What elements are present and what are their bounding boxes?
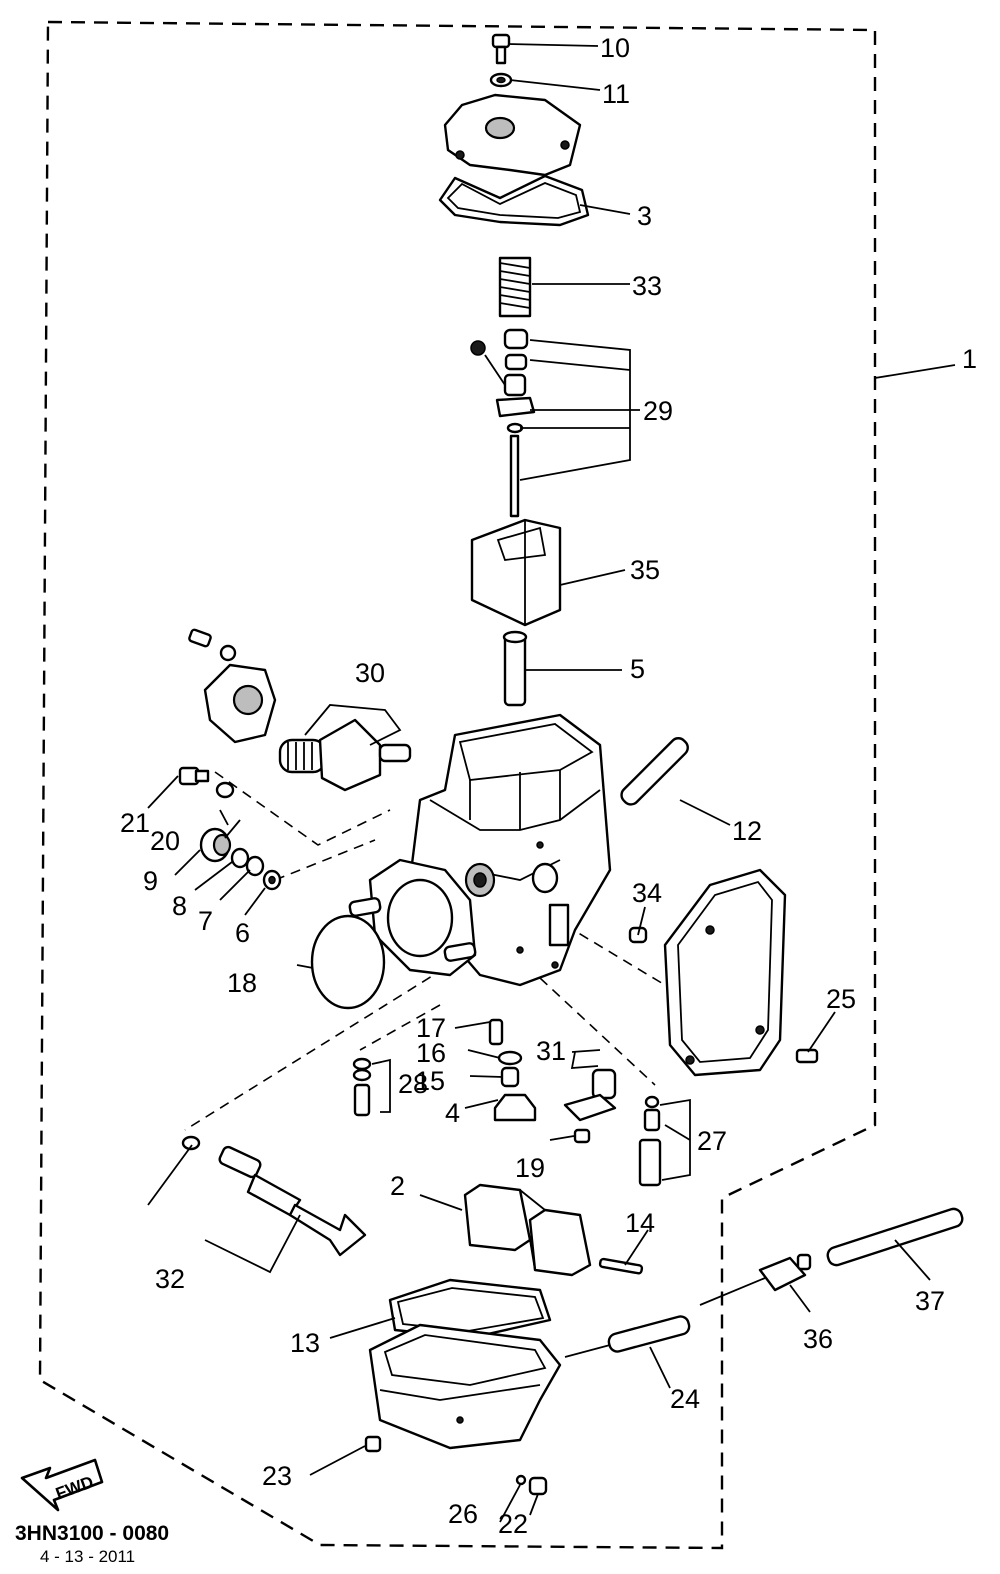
callout-2: 2 — [390, 1171, 405, 1201]
part-11-washer — [489, 72, 513, 88]
part-3-gasket — [438, 174, 590, 227]
part-13-gasket — [388, 1278, 552, 1340]
callout-24: 24 — [670, 1384, 700, 1414]
part-35-slide — [470, 518, 562, 627]
part-12-pipe — [620, 737, 689, 806]
part-14-pin — [598, 1257, 644, 1275]
part-9-cap — [199, 827, 232, 863]
part-15-jet — [500, 1066, 520, 1088]
part-30-diaphragm — [318, 718, 412, 792]
callout-31: 31 — [536, 1036, 566, 1066]
assembly-boundary — [38, 20, 877, 1550]
part-27-screws — [638, 1095, 662, 1187]
callout-labels: 1234567891011121314151617181920212223242… — [120, 33, 977, 1539]
part-21-bolt — [178, 766, 210, 786]
callout-12: 12 — [732, 816, 762, 846]
part-5-needle-jet — [502, 630, 528, 707]
connector-line-c — [214, 771, 391, 846]
top-cover — [443, 93, 582, 177]
intake-flange — [348, 858, 477, 977]
part-28-screws — [352, 1057, 372, 1117]
part-22-plug — [528, 1476, 548, 1496]
fwd-arrow: FWD — [20, 1458, 104, 1512]
part-17-jet — [488, 1018, 504, 1046]
callout-15: 15 — [415, 1066, 445, 1096]
callout-26: 26 — [448, 1499, 478, 1529]
callout-33: 33 — [632, 271, 662, 301]
part-20-washer — [215, 781, 235, 799]
callout-30: 30 — [355, 658, 385, 688]
part-37-hose — [826, 1207, 964, 1267]
callout-9: 9 — [143, 866, 158, 896]
float-bowl — [368, 1323, 562, 1450]
part-29-needle-assembly — [470, 328, 536, 518]
part-10-screw — [491, 33, 511, 65]
connector-line-d — [274, 839, 376, 881]
part-16-washer — [497, 1050, 523, 1066]
part-25-screw — [795, 1048, 819, 1064]
part-6-ring — [262, 869, 282, 891]
part-32-plunger — [181, 1135, 367, 1257]
part-24-hose — [607, 1315, 691, 1353]
callout-25: 25 — [826, 984, 856, 1014]
callout-20: 20 — [150, 826, 180, 856]
part-8-ring — [230, 847, 250, 869]
part-19-screw — [573, 1128, 591, 1144]
callout-11: 11 — [602, 79, 630, 109]
accel-pump-cover — [188, 628, 277, 744]
callout-28: 28 — [398, 1069, 428, 1099]
part-30-spring — [278, 738, 327, 774]
callout-34: 34 — [632, 878, 662, 908]
callout-27: 27 — [697, 1126, 727, 1156]
part-7-ring — [245, 855, 265, 877]
part-18-ring — [310, 914, 386, 1010]
leader-lines — [147, 43, 956, 1523]
callout-37: 37 — [915, 1286, 945, 1316]
callout-5: 5 — [630, 654, 645, 684]
part-2-floats — [463, 1183, 592, 1277]
connector-line-a — [184, 967, 446, 1131]
callout-36: 36 — [803, 1324, 833, 1354]
callout-32: 32 — [155, 1264, 185, 1294]
callout-14: 14 — [625, 1208, 655, 1238]
callout-18: 18 — [227, 968, 257, 998]
callout-35: 35 — [630, 555, 660, 585]
part-26-oring — [515, 1474, 527, 1486]
part-23-screw — [364, 1435, 382, 1453]
callout-17: 17 — [416, 1013, 446, 1043]
part-31-valve — [563, 1068, 617, 1122]
callout-7: 7 — [198, 906, 213, 936]
part-33-spring — [498, 256, 532, 318]
drawing-date: 4 - 13 - 2011 — [40, 1547, 135, 1566]
connector-line-f — [359, 1004, 441, 1051]
callout-8: 8 — [172, 891, 187, 921]
drawing-code: 3HN3100 - 0080 — [15, 1522, 169, 1545]
side-cover — [663, 868, 787, 1077]
callout-16: 16 — [416, 1038, 446, 1068]
callout-19: 19 — [515, 1153, 545, 1183]
part-4-cap — [493, 1093, 537, 1122]
callout-13: 13 — [290, 1328, 320, 1358]
callout-23: 23 — [262, 1461, 292, 1491]
callout-22: 22 — [498, 1509, 528, 1539]
callout-3: 3 — [637, 201, 652, 231]
callout-6: 6 — [235, 918, 250, 948]
callout-29: 29 — [643, 396, 673, 426]
connector-line-b — [539, 977, 656, 1086]
callout-10: 10 — [600, 33, 630, 63]
callout-21: 21 — [120, 808, 150, 838]
part-36-fitting — [758, 1253, 812, 1292]
callout-1: 1 — [962, 344, 977, 374]
callout-4: 4 — [445, 1098, 460, 1128]
